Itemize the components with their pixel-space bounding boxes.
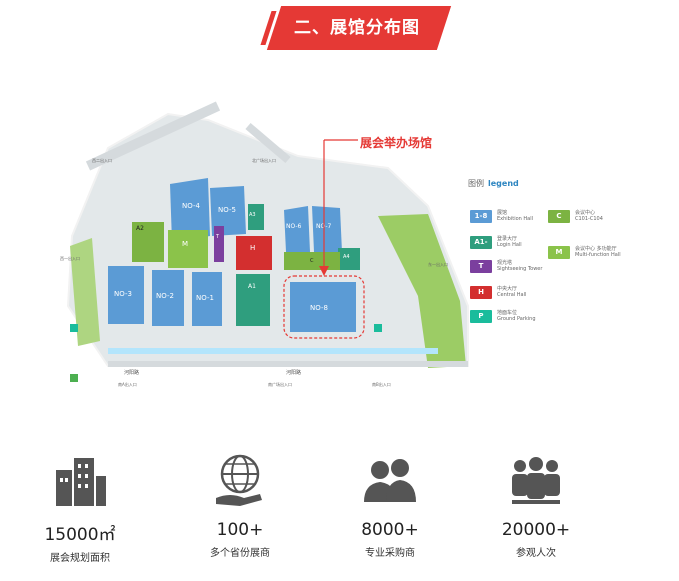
- hall-no5: [210, 186, 246, 236]
- hall-no4-label: NO-4: [182, 202, 200, 210]
- section-header: 二、展馆分布图: [260, 6, 452, 50]
- hall-a3: [248, 204, 264, 230]
- road-label: 河阳路: [124, 369, 139, 376]
- hall-no2-label: NO-2: [156, 292, 174, 300]
- gate-label: 南广场出入口: [268, 381, 292, 387]
- buildings-icon: [0, 448, 160, 508]
- parking-marker: [374, 324, 382, 332]
- hall-a1: [236, 274, 270, 326]
- gate-label: 北广场出入口: [252, 157, 276, 163]
- hall-no3-label: NO-3: [114, 290, 132, 298]
- hall-no6-label: NO-6: [286, 223, 302, 230]
- hall-a1-label: A1: [248, 283, 256, 290]
- gate-label: 西一出入口: [60, 255, 80, 261]
- gate-label: 西二出入口: [92, 157, 112, 163]
- stat-value: 20000+: [501, 520, 571, 540]
- green-area: [378, 214, 466, 368]
- hall-a2-label: A2: [136, 225, 144, 232]
- green-area-west: [70, 238, 100, 346]
- stat-value: 100+: [216, 520, 264, 540]
- venue-map: NO-4 NO-5 NO-3 NO-2 NO-1 NO-6 NO-7 NO-8 …: [60, 101, 469, 387]
- gate-label: 东一出入口: [428, 261, 448, 267]
- tower-t-label: T: [215, 234, 220, 240]
- hall-no6: [284, 206, 310, 252]
- hall-a3-label: A3: [249, 212, 256, 218]
- globe-hand-icon: [160, 448, 320, 508]
- hall-h-label: H: [250, 244, 255, 252]
- people-pair-icon: [310, 448, 470, 508]
- stat-value: 8000+: [361, 520, 419, 540]
- gate-label: 南A出入口: [118, 381, 137, 387]
- road-north: [245, 122, 291, 164]
- road-label: 河阳路: [286, 369, 301, 376]
- venue-callout: 展会举办场馆: [360, 136, 433, 150]
- section-title: 二、展馆分布图: [294, 18, 420, 38]
- hall-c-label: C: [310, 258, 314, 264]
- road-northwest: [85, 101, 221, 171]
- stat-label: 展会规划面积: [50, 553, 110, 564]
- hall-c: [284, 252, 340, 270]
- gate-label: 南B出入口: [372, 381, 391, 387]
- stat-visitors: 20000+ 参观人次: [456, 448, 616, 559]
- hall-no4: [170, 178, 210, 242]
- hall-no7: [312, 206, 342, 252]
- hall-no8: [290, 282, 356, 332]
- hall-no1-label: NO-1: [196, 294, 214, 302]
- hall-no8-label: NO-8: [310, 304, 328, 312]
- hall-m-label: M: [182, 240, 188, 248]
- hall-a4-label: A4: [343, 254, 350, 260]
- hall-a4: [338, 248, 360, 270]
- hall-m: [168, 230, 208, 268]
- crowd-icon: [456, 448, 616, 508]
- stats-row: 15000㎡ 展会规划面积 100+ 多个省份展商 8000+: [0, 448, 679, 568]
- hall-no2: [152, 270, 184, 326]
- tower-t: [214, 226, 224, 262]
- stat-area: 15000㎡ 展会规划面积: [0, 448, 160, 564]
- stat-label: 专业采购商: [365, 548, 415, 559]
- canal: [108, 348, 438, 354]
- hall-no1: [192, 272, 222, 326]
- hall-no5-label: NO-5: [218, 206, 236, 214]
- stat-value: 15000㎡: [44, 525, 116, 545]
- hall-a2: [132, 222, 164, 262]
- stat-provinces: 100+ 多个省份展商: [160, 448, 320, 559]
- metro-marker: [70, 374, 78, 382]
- stat-label: 多个省份展商: [210, 548, 270, 559]
- stat-buyers: 8000+ 专业采购商: [310, 448, 470, 559]
- callout-arrowhead: [319, 266, 329, 276]
- hall-no3: [108, 266, 144, 324]
- parking-marker: [70, 324, 78, 332]
- stat-label: 参观人次: [516, 548, 556, 559]
- hall-h: [236, 236, 272, 270]
